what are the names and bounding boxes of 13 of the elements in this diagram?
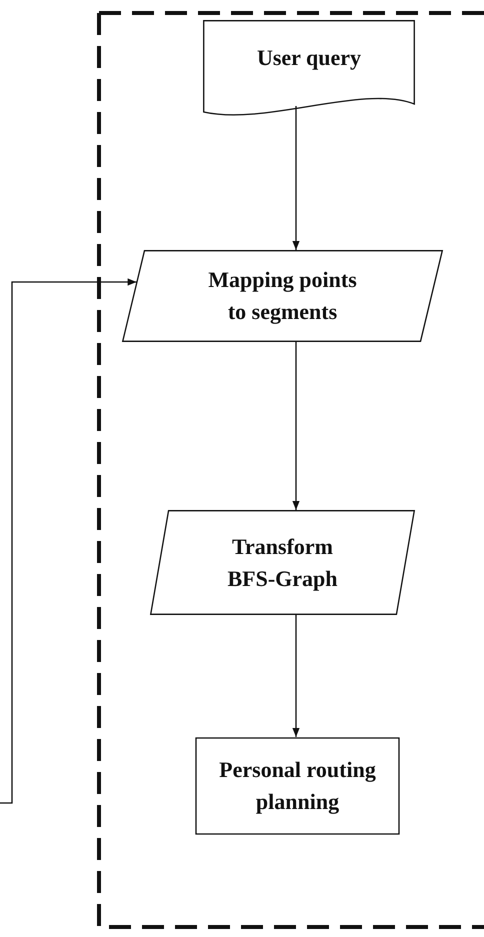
data-parallelogram <box>150 510 415 615</box>
node-label: Transform BFS-Graph <box>226 532 339 593</box>
node-label: Mapping points to segments <box>207 266 358 326</box>
document-shape <box>203 20 415 118</box>
data-parallelogram <box>122 250 443 342</box>
arrow <box>292 342 300 510</box>
node-label: Personal routing planning <box>218 756 377 816</box>
dashed-group-border <box>97 11 484 929</box>
arrow <box>292 106 300 250</box>
process-box <box>195 737 400 835</box>
node-label: User query <box>256 44 362 72</box>
arrow <box>292 615 300 737</box>
arrow <box>0 278 137 804</box>
